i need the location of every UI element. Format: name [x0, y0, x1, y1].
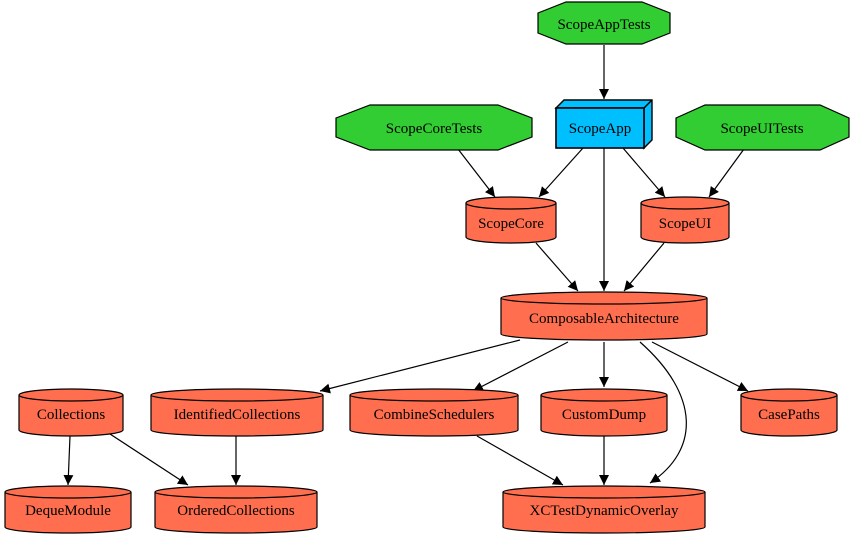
cylinder-body [502, 492, 706, 534]
cylinder-body [349, 395, 519, 437]
cylinder-top [640, 196, 730, 210]
node-label: CustomDump [562, 407, 646, 423]
node-label: ScopeCoreTests [386, 121, 483, 137]
edge-combineschedulers-xctestdynamicoverlay [476, 435, 564, 486]
cylinder-body [640, 203, 730, 244]
node-label: XCTestDynamicOverlay [530, 503, 679, 519]
node-scope-core-tests[interactable]: ScopeCoreTests [335, 104, 533, 151]
node-scope-ui[interactable]: ScopeUI [640, 196, 730, 244]
box-3d-front [555, 107, 645, 149]
edge-collections-orderedcollections [109, 433, 189, 486]
node-scope-app[interactable]: ScopeApp [554, 99, 653, 150]
node-label: Collections [37, 407, 105, 423]
node-label: DequeModule [25, 503, 111, 519]
cylinder-body [18, 395, 124, 437]
cylinder-body [740, 395, 838, 437]
node-label: ScopeAppTests [557, 17, 650, 33]
cylinder-top [500, 291, 708, 305]
cylinder-body [154, 492, 318, 534]
cylinder-top [150, 388, 324, 402]
node-label: OrderedCollections [177, 503, 295, 519]
cylinder-top [154, 485, 318, 499]
node-label: ScopeUITests [720, 121, 803, 137]
node-label: ScopeCore [478, 216, 544, 232]
node-label: CasePaths [758, 407, 820, 423]
cylinder-top [502, 485, 706, 499]
octagon-shape [675, 104, 850, 151]
edge-scopeuitests-scopeui [708, 148, 745, 198]
cylinder-body [540, 395, 668, 437]
cylinder-body [500, 298, 708, 341]
cylinder-top [4, 485, 132, 499]
node-xctest-dynamic-overlay[interactable]: XCTestDynamicOverlay [502, 485, 706, 534]
cylinder-top [18, 388, 124, 402]
cylinder-body [150, 395, 324, 437]
node-label: ComposableArchitecture [529, 311, 679, 327]
cylinder-body [465, 203, 557, 244]
cylinder-top [465, 196, 557, 210]
node-scope-ui-tests[interactable]: ScopeUITests [675, 104, 850, 151]
node-deque-module[interactable]: DequeModule [4, 485, 132, 534]
node-label: ScopeUI [659, 216, 712, 232]
node-scope-core[interactable]: ScopeCore [465, 196, 557, 244]
edge-composable-xctestdynamicoverlay [639, 341, 687, 484]
node-case-paths[interactable]: CasePaths [740, 388, 838, 437]
cylinder-top [740, 388, 838, 402]
node-label: IdentifiedCollections [174, 407, 301, 423]
node-collections[interactable]: Collections [18, 388, 124, 437]
node-composable-architecture[interactable]: ComposableArchitecture [500, 291, 708, 341]
edge-scopeapp-scopecore [538, 147, 584, 198]
edge-composable-casepaths [651, 341, 749, 392]
node-ordered-collections[interactable]: OrderedCollections [154, 485, 318, 534]
edge-scopeapp-scopeui [622, 147, 666, 198]
node-combine-schedulers[interactable]: CombineSchedulers [349, 388, 519, 437]
cylinder-top [540, 388, 668, 402]
edge-collections-dequemodule [63, 435, 74, 486]
edge-scopecoretests-scopecore [457, 148, 496, 198]
node-label: CombineSchedulers [374, 407, 495, 423]
edges [63, 45, 749, 486]
edge-composable-identifiedcollections [319, 339, 521, 394]
node-identified-collections[interactable]: IdentifiedCollections [150, 388, 324, 437]
octagon-shape [537, 1, 671, 45]
node-scope-app-tests[interactable]: ScopeAppTests [537, 1, 671, 45]
octagon-shape [335, 104, 533, 151]
edge-composable-combineschedulers [472, 341, 569, 392]
cylinder-body [4, 492, 132, 534]
edge-scopeui-composable [623, 242, 665, 292]
edge-scopecore-composable [535, 242, 579, 292]
node-custom-dump[interactable]: CustomDump [540, 388, 668, 437]
cylinder-top [349, 388, 519, 402]
node-label: ScopeApp [569, 121, 632, 137]
